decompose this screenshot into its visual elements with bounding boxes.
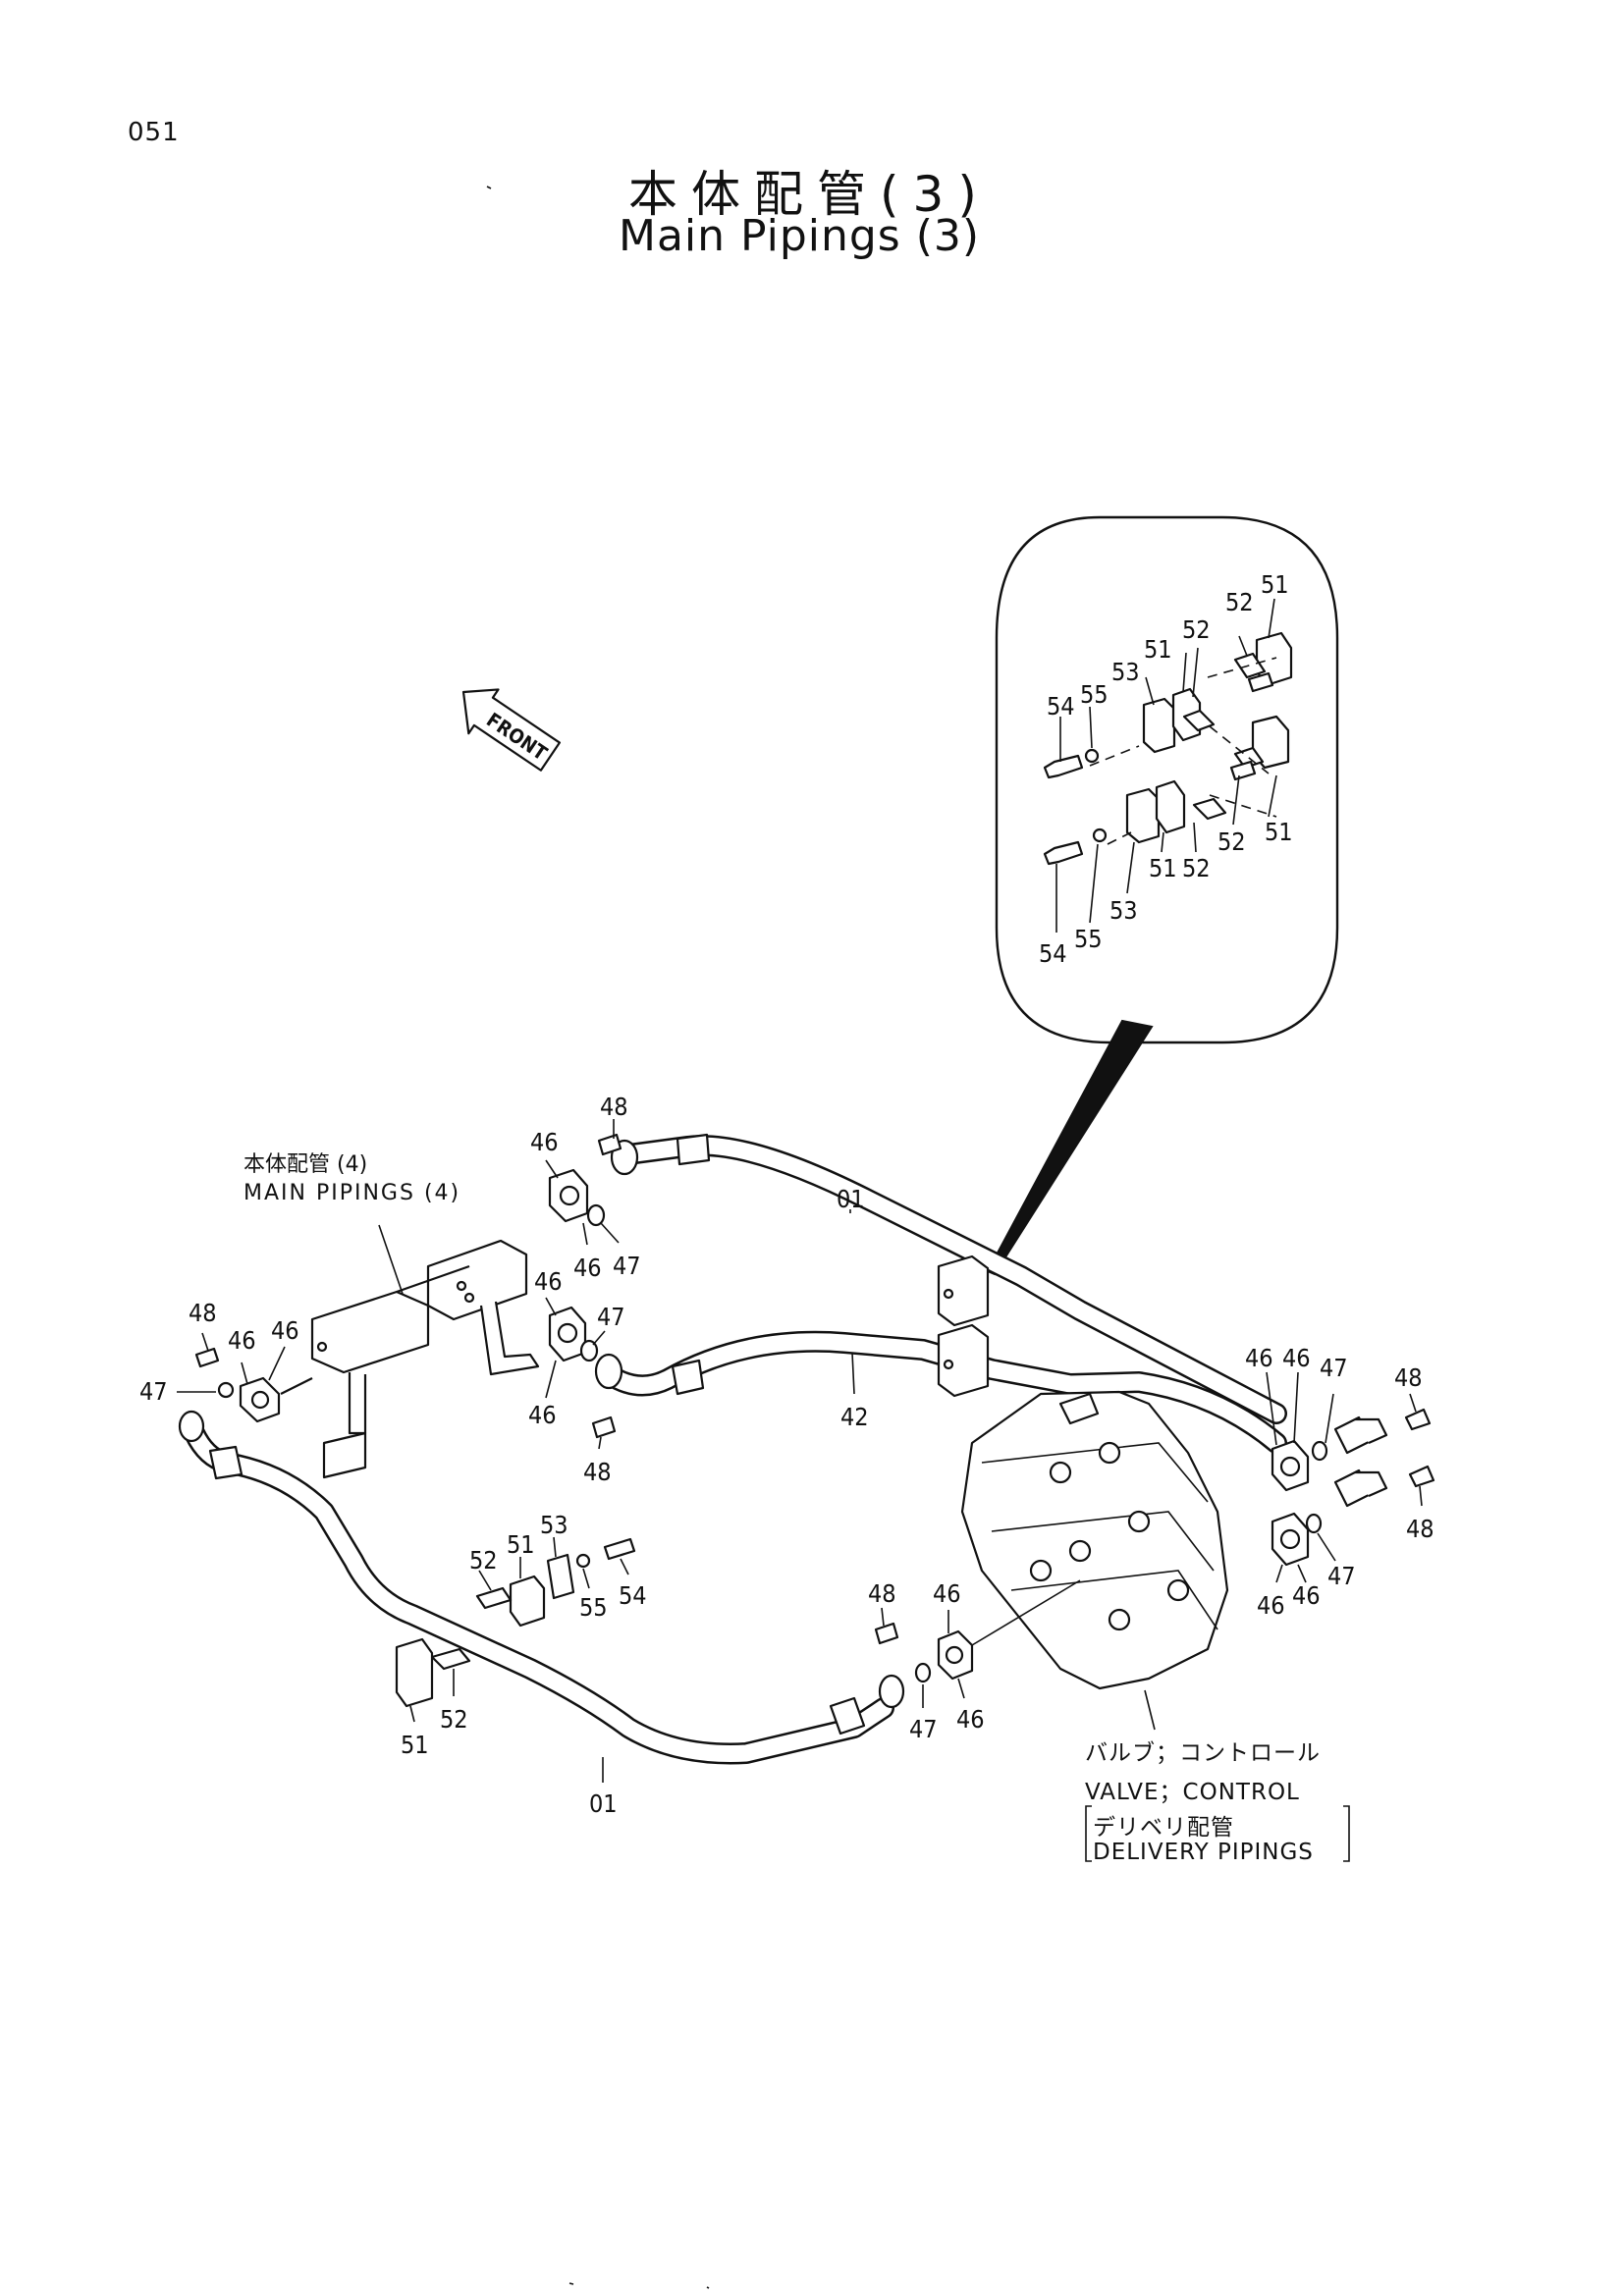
callout-47: 47 xyxy=(909,1715,938,1743)
callout-46: 46 xyxy=(573,1254,602,1282)
callout-47: 47 xyxy=(597,1303,625,1331)
callout-46: 46 xyxy=(530,1128,559,1156)
callout-52: 52 xyxy=(1225,588,1254,616)
callout-55: 55 xyxy=(1074,925,1103,953)
inset-bolts xyxy=(1043,671,1274,866)
callout-47: 47 xyxy=(1320,1354,1348,1382)
callout-55: 55 xyxy=(579,1593,608,1622)
reference-valve-control-en: VALVE；CONTROL xyxy=(1085,1780,1300,1805)
callout-52: 52 xyxy=(1217,828,1246,856)
upper-flange-group xyxy=(548,1133,622,1439)
callout-51: 51 xyxy=(507,1530,535,1559)
callout-47: 47 xyxy=(139,1377,168,1406)
pipe-clamp-assembly xyxy=(937,1255,990,1398)
callout-53: 53 xyxy=(1109,896,1138,925)
callout-53: 53 xyxy=(1111,658,1140,686)
detail-inset: 51 52 53 51 52 54 55 51 52 51 52 53 54 5… xyxy=(986,515,1339,1276)
scan-mark xyxy=(486,186,492,189)
callout-48: 48 xyxy=(583,1458,612,1486)
page-title-japanese: 本体配管(3) xyxy=(628,166,991,223)
lower-clamp-group xyxy=(395,1537,636,1708)
front-direction-arrow: FRONT xyxy=(461,688,562,772)
callout-48: 48 xyxy=(600,1093,628,1121)
main-pipings-4-block xyxy=(310,1224,540,1479)
callout-53: 53 xyxy=(540,1511,568,1539)
callout-47: 47 xyxy=(1327,1562,1356,1590)
callout-48: 48 xyxy=(1406,1515,1434,1543)
callout-51: 51 xyxy=(1144,635,1172,664)
reference-delivery-pipings-jp: デリベリ配管 xyxy=(1093,1815,1234,1841)
callout-48: 48 xyxy=(189,1299,217,1327)
reference-valve-control-jp: バルブ；コントロール xyxy=(1085,1740,1321,1766)
callout-55: 55 xyxy=(1080,680,1109,709)
callout-46: 46 xyxy=(534,1267,563,1296)
callout-46: 46 xyxy=(1282,1344,1311,1372)
callout-47: 47 xyxy=(613,1252,641,1280)
left-flange-group xyxy=(194,1347,313,1423)
callout-54: 54 xyxy=(619,1581,647,1610)
inset-pointer xyxy=(986,1019,1154,1276)
inset-clamp-upper xyxy=(1125,631,1293,844)
callout-54: 54 xyxy=(1047,692,1075,721)
delivery-bracket xyxy=(1085,1805,1350,1862)
callout-46: 46 xyxy=(528,1401,557,1429)
callout-46: 46 xyxy=(1245,1344,1273,1372)
callout-46: 46 xyxy=(228,1326,256,1355)
callout-51: 51 xyxy=(401,1731,429,1759)
main-callouts: 48 46 46 47 01 46 47 46 48 48 46 46 47 4… xyxy=(139,1093,1434,1818)
callout-42: 42 xyxy=(840,1403,869,1431)
page-number: 051 xyxy=(128,118,180,147)
callout-46: 46 xyxy=(956,1705,985,1734)
callout-46: 46 xyxy=(1292,1581,1321,1610)
callout-01: 01 xyxy=(589,1789,618,1818)
reference-main-pipings-4-en: MAIN PIPINGS (4) xyxy=(243,1181,461,1205)
lower-flange-group xyxy=(874,1579,1081,1683)
callout-01: 01 xyxy=(837,1185,865,1213)
callout-46: 46 xyxy=(933,1579,961,1608)
scan-mark xyxy=(568,2282,574,2285)
control-valve xyxy=(960,1390,1229,1731)
pipe-01-lower xyxy=(178,1410,905,1765)
main-leaders xyxy=(177,1119,1423,1783)
scan-mark xyxy=(706,2286,710,2289)
callout-52: 52 xyxy=(469,1546,498,1575)
callout-46: 46 xyxy=(1257,1591,1285,1620)
callout-48: 48 xyxy=(868,1579,896,1608)
page-title-english: Main Pipings (3) xyxy=(619,211,981,261)
callout-52: 52 xyxy=(1182,854,1211,882)
callout-51: 51 xyxy=(1261,570,1289,599)
callout-52: 52 xyxy=(440,1705,468,1734)
reference-delivery-pipings-en: DELIVERY PIPINGS xyxy=(1093,1840,1314,1865)
callout-46: 46 xyxy=(271,1316,299,1345)
pipe-01-upper xyxy=(610,1133,1287,1424)
reference-main-pipings-4-jp: 本体配管 (4) xyxy=(243,1152,368,1177)
callout-48: 48 xyxy=(1394,1363,1423,1392)
callout-51: 51 xyxy=(1265,818,1293,846)
callout-54: 54 xyxy=(1039,939,1067,968)
callout-51: 51 xyxy=(1149,854,1177,882)
pipe-42 xyxy=(594,1330,1287,1454)
callout-52: 52 xyxy=(1182,615,1211,644)
